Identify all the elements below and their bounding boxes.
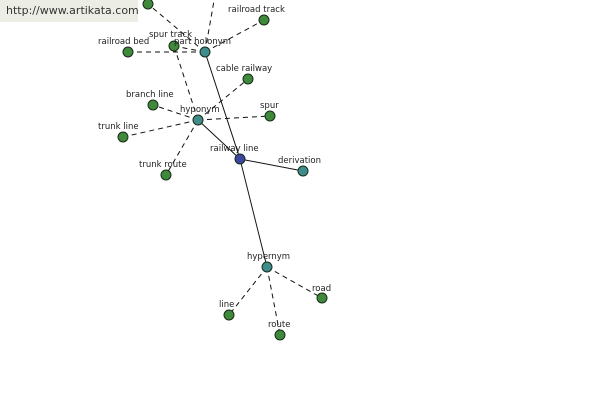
label-spur[interactable]: spur [260, 101, 279, 111]
label-route[interactable]: route [268, 320, 290, 330]
label-branch-line[interactable]: branch line [126, 90, 174, 100]
site-watermark[interactable]: http://www.artikata.com [0, 0, 139, 22]
label-hyponym[interactable]: hyponym [180, 105, 220, 115]
edge-hyponym-cable-railway [197, 78, 249, 121]
edge-center-hyponym [197, 119, 241, 160]
node-part-holonym[interactable] [199, 46, 211, 58]
edge-part-holonym-offtop-left [147, 3, 206, 53]
edge-hyponym-branch-line [152, 104, 199, 121]
edge-hypernym-line [228, 266, 268, 316]
node-hyponym[interactable] [192, 114, 204, 126]
node-road[interactable] [316, 292, 328, 304]
node-cable-railway[interactable] [242, 73, 254, 85]
label-railroad-bed[interactable]: railroad bed [98, 37, 149, 47]
label-road[interactable]: road [312, 284, 331, 294]
node-railroad-bed[interactable] [122, 46, 134, 58]
label-trunk-line[interactable]: trunk line [98, 122, 139, 132]
label-hypernym[interactable]: hypernym [247, 252, 290, 262]
edge-center-part-holonym [204, 51, 241, 160]
node-hypernym[interactable] [261, 261, 273, 273]
label-spur-track[interactable]: spur track [149, 30, 192, 40]
graph-labels: railroad track spur track part holonym r… [98, 5, 331, 330]
edge-center-hypernym [239, 158, 268, 268]
node-railroad-track[interactable] [258, 14, 270, 26]
node-railway-line[interactable] [234, 153, 246, 165]
label-railway-line[interactable]: railway line [210, 144, 259, 154]
edge-hyponym-spur-track [173, 45, 199, 121]
graph-edges [122, 0, 323, 336]
node-branch-line[interactable] [147, 99, 159, 111]
edge-center-derivation [239, 158, 304, 172]
node-offtop-left[interactable] [142, 0, 154, 10]
node-spur-track[interactable] [168, 40, 180, 52]
edge-hyponym-trunk-route [165, 119, 199, 176]
label-line[interactable]: line [219, 300, 234, 310]
edge-hyponym-trunk-line [122, 119, 199, 138]
label-trunk-route[interactable]: trunk route [139, 160, 187, 170]
graph-nodes [117, 0, 328, 341]
label-railroad-track[interactable]: railroad track [228, 5, 285, 15]
edge-hyponym-spur [197, 115, 271, 121]
node-spur[interactable] [264, 110, 276, 122]
node-trunk-route[interactable] [160, 169, 172, 181]
label-derivation[interactable]: derivation [278, 156, 321, 166]
edge-part-holonym-railroad-track [204, 19, 265, 53]
node-route[interactable] [274, 329, 286, 341]
edge-hypernym-route [266, 266, 281, 336]
node-trunk-line[interactable] [117, 131, 129, 143]
edge-hypernym-road [266, 266, 323, 299]
label-part-holonym[interactable]: part holonym [174, 37, 231, 47]
label-cable-railway[interactable]: cable railway [216, 64, 272, 74]
node-derivation[interactable] [297, 165, 309, 177]
edge-part-holonym-offtop-right [204, 0, 215, 53]
node-line[interactable] [223, 309, 235, 321]
